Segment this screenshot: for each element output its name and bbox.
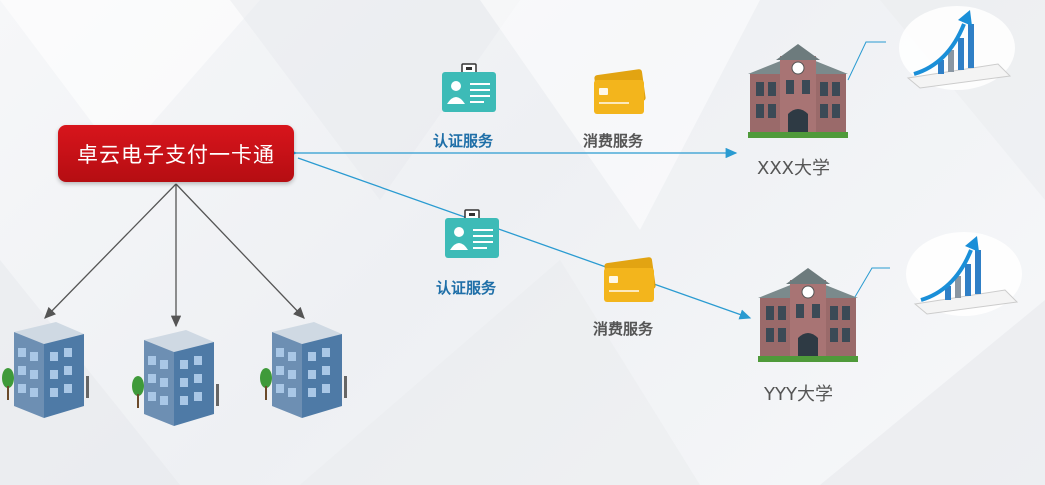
university-label-xxx: XXX大学 xyxy=(757,158,830,179)
auth-service-label-1: 认证服务 xyxy=(433,132,494,150)
university-building-icon xyxy=(748,44,848,138)
auth-service-label-2: 认证服务 xyxy=(436,279,497,297)
id-badge-icon xyxy=(445,209,499,258)
university-building-icon xyxy=(758,268,858,362)
main-node-box: 卓云电子支付一卡通 xyxy=(58,125,294,182)
growth-report-icon xyxy=(906,232,1022,316)
id-badge-icon xyxy=(442,63,496,112)
office-building-icon xyxy=(132,330,219,426)
arrow-to-yyy xyxy=(297,157,752,320)
payment-card-icon xyxy=(594,69,646,114)
office-building-icon xyxy=(260,322,347,418)
callout-line-xxx xyxy=(847,41,886,81)
arrow-to-building-1 xyxy=(44,183,177,319)
payment-card-icon xyxy=(604,257,656,302)
growth-report-icon xyxy=(899,6,1015,90)
pay-service-label-1: 消费服务 xyxy=(583,132,644,150)
arrow-to-building-3 xyxy=(175,183,305,319)
callout-line-yyy xyxy=(851,267,890,303)
pay-service-label-2: 消费服务 xyxy=(593,320,654,338)
university-label-yyy: YYY大学 xyxy=(764,384,833,405)
main-node-label: 卓云电子支付一卡通 xyxy=(77,142,275,167)
office-building-icon xyxy=(2,322,89,418)
